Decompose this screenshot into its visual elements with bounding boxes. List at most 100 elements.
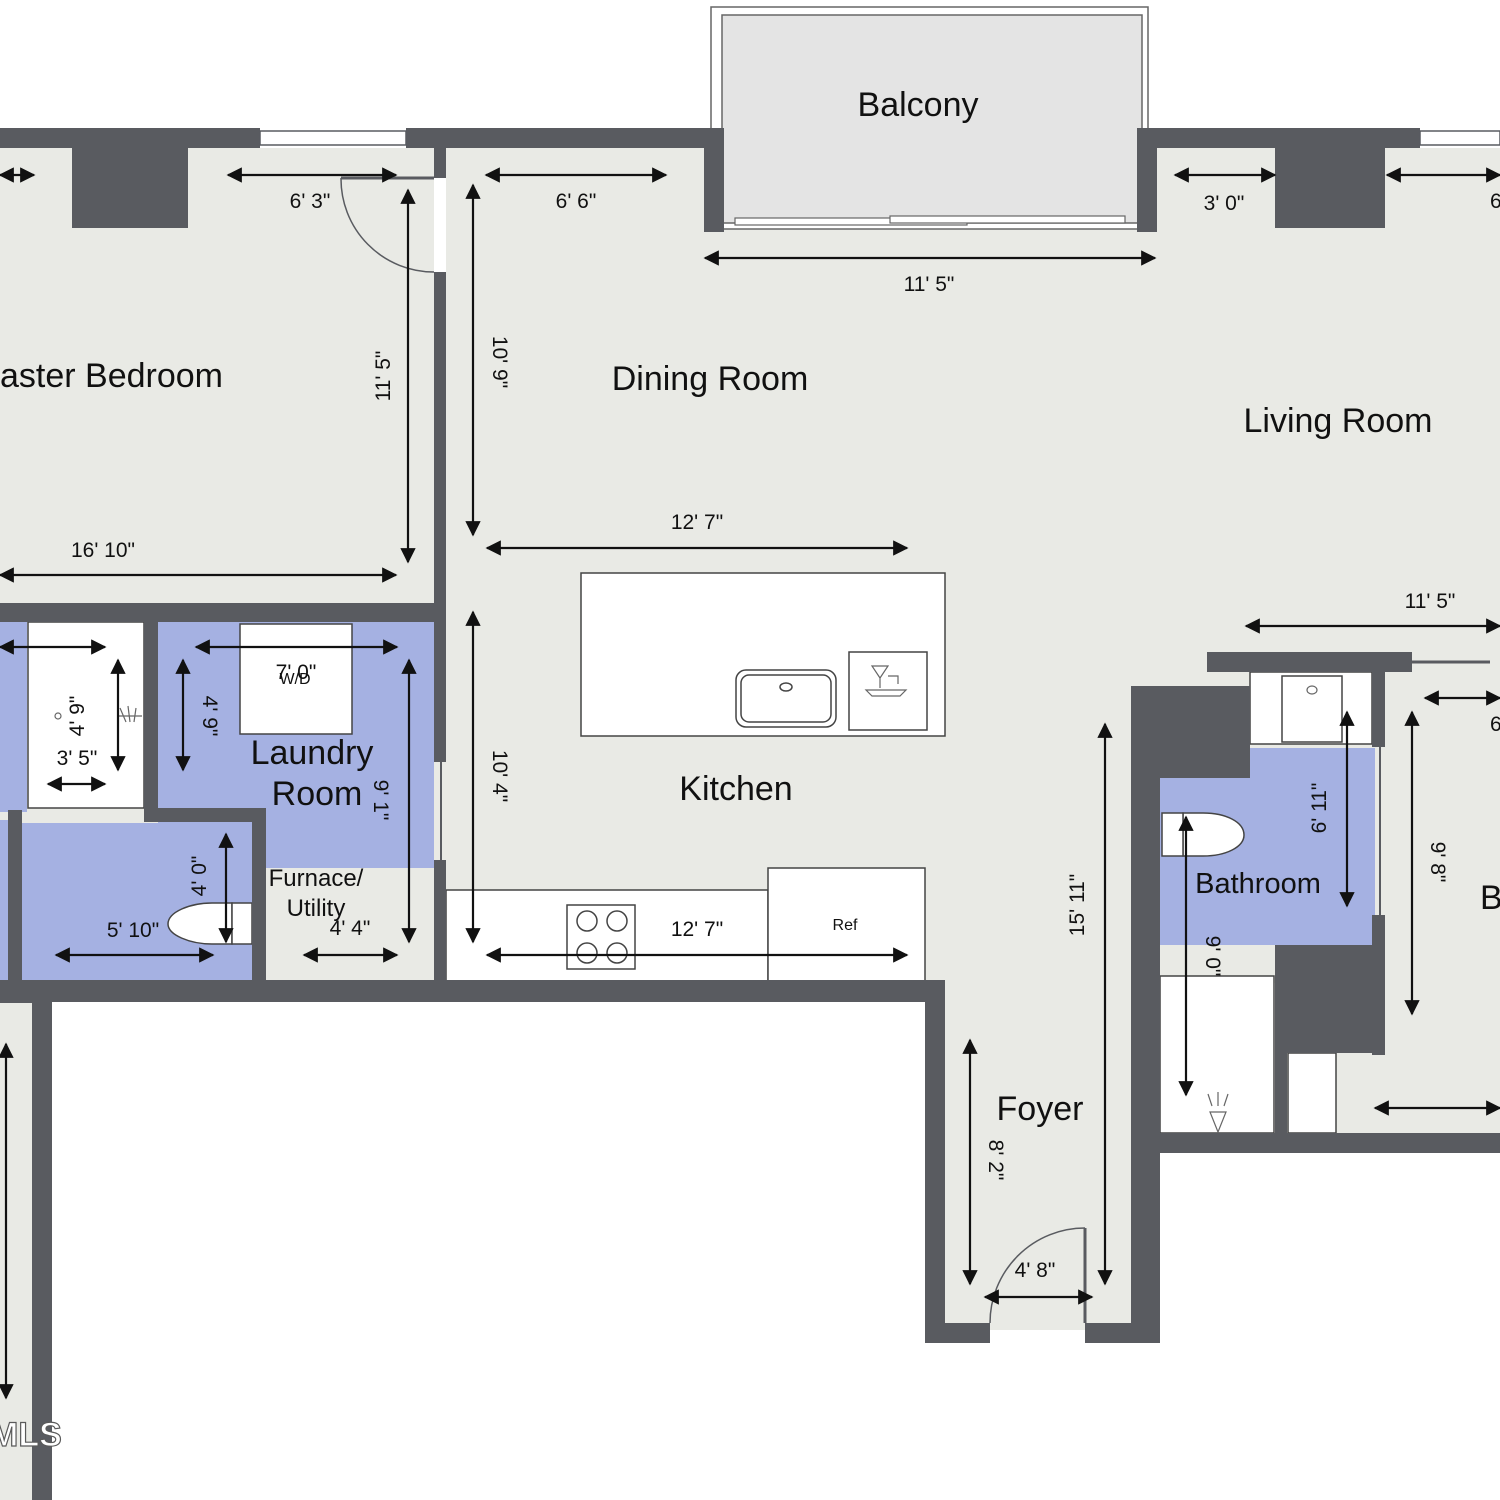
wall-powder-east	[252, 810, 266, 985]
bath-tub	[1159, 975, 1275, 1134]
dim-laundry-width: 7' 0"	[276, 661, 317, 684]
wall-balcony-left	[704, 128, 724, 232]
dim-closet-width: 3' 5"	[57, 747, 98, 770]
wall-balcony-right	[1137, 128, 1157, 232]
wall-powder-north	[8, 810, 22, 985]
dim-laundry-height: 9' 1"	[369, 780, 392, 821]
dishwasher-icon	[864, 665, 908, 697]
dim-closet-height: 4' 9"	[66, 696, 89, 737]
dim-dining-top: 6' 6"	[556, 190, 597, 213]
dim-bedroom-height: 11' 5"	[372, 351, 395, 402]
dim-bath-lower-height: 9' 0"	[1201, 936, 1224, 977]
vanity-sink	[1281, 675, 1343, 743]
room-label-balcony: Balcony	[858, 86, 979, 124]
room-labels: Balcony aster Bedroom Dining Room Living…	[0, 86, 1500, 1128]
label-washer-dryer: W/D	[279, 671, 310, 688]
wall-laundry-east	[434, 860, 446, 985]
wall-bath-north	[1207, 652, 1412, 672]
dim-powder-height: 4' 0"	[188, 856, 211, 897]
column-left	[72, 148, 188, 228]
dimension-labels: 6' 3" 6' 6" 3' 0" 6 11' 5" 11' 5" 10' 9"…	[57, 190, 1500, 1282]
room-label-foyer: Foyer	[997, 1090, 1084, 1128]
burner-1	[576, 910, 598, 932]
wall-bath-west-block	[1131, 686, 1250, 778]
dimension-lines	[0, 167, 1500, 1400]
wall-tub-divider	[1275, 945, 1287, 1145]
dim-foyer-height: 8' 2"	[984, 1140, 1007, 1181]
room-label-master-bedroom: aster Bedroom	[0, 357, 223, 395]
burner-2	[606, 910, 628, 932]
room-label-furnace-2: Utility	[287, 895, 346, 922]
slider-panel-right	[889, 215, 1126, 224]
room-label-laundry-2: Room	[272, 775, 363, 813]
bath-left-partial	[0, 622, 27, 812]
dim-kitchen-width: 12' 7"	[671, 918, 723, 941]
wall-left-lower	[32, 1000, 52, 1500]
vanity-basin	[1306, 685, 1318, 695]
sink-inner	[740, 674, 832, 723]
shower-head-icon	[1207, 1092, 1229, 1134]
dim-balcony-width: 11' 5"	[904, 273, 955, 296]
dim-furnace-width: 4' 4"	[330, 917, 371, 940]
appliance-labels: W/D Ref	[279, 671, 858, 934]
wall-foyer-west	[925, 980, 945, 1343]
dim-bedroom2-width: 6	[1490, 713, 1500, 736]
wall-left-lower-a	[0, 985, 35, 1003]
dim-powder-width: 5' 10"	[107, 919, 159, 942]
dim-living-top-left: 3' 0"	[1204, 192, 1245, 215]
closet-knob	[54, 712, 62, 720]
dim-dining-width: 12' 7"	[671, 511, 723, 534]
bath-toilet	[1182, 812, 1245, 857]
dim-bedroom2-height: 9' 8"	[1426, 842, 1449, 883]
wall-foyer-south-left	[925, 1323, 990, 1343]
right-closet	[1287, 1052, 1337, 1134]
window-living	[1419, 130, 1500, 146]
windows	[259, 130, 1500, 146]
wall-top-left	[0, 128, 260, 148]
wall-top-right	[1137, 128, 1420, 148]
powder-toilet	[167, 902, 233, 945]
wall-top-mid	[406, 128, 724, 148]
room-label-laundry-1: Laundry	[251, 734, 374, 772]
room-label-kitchen: Kitchen	[679, 770, 792, 808]
dishwasher	[848, 651, 928, 731]
wall-bedroom-east	[434, 272, 446, 762]
burner-4	[606, 942, 628, 964]
dim-living-top-right: 6	[1490, 190, 1500, 213]
wall-bedroom-east-top	[434, 148, 446, 178]
balcony-floor	[721, 14, 1143, 224]
balcony	[710, 6, 1149, 230]
dim-living-lower-width: 11' 5"	[1405, 590, 1456, 613]
dim-kitchen-height: 10' 4"	[488, 750, 511, 802]
wall-closet-divider	[144, 622, 158, 810]
wall-closet-block	[1275, 945, 1385, 1053]
window-bedroom	[259, 130, 407, 146]
label-refrigerator: Ref	[833, 917, 858, 934]
room-label-bathroom: Bathroom	[1195, 868, 1321, 900]
dim-dining-height: 10' 9"	[488, 336, 511, 388]
dim-laundry-depth: 4' 9"	[198, 696, 221, 737]
dim-bedroom-width: 16' 10"	[71, 539, 135, 562]
mls-watermark: MLS	[0, 1416, 62, 1454]
walls	[0, 128, 1500, 1500]
dim-entry-width: 4' 8"	[1015, 1259, 1056, 1282]
powder-toilet-tank	[231, 902, 253, 945]
room-label-bedroom2: B	[1480, 879, 1500, 917]
bathroom-floor	[1160, 748, 1375, 945]
wall-bath-east-top	[1372, 652, 1385, 747]
room-label-furnace-1: Furnace/	[269, 865, 364, 892]
dim-bath-upper-height: 6' 11"	[1308, 783, 1331, 834]
wall-laundry-south	[144, 808, 266, 822]
dim-bedroom-top: 6' 3"	[290, 190, 331, 213]
burner-3	[576, 942, 598, 964]
column-right	[1275, 148, 1385, 228]
wall-south-main	[0, 980, 945, 1002]
wall-bath-south	[1160, 1133, 1500, 1153]
dim-foyer-hall-height: 15' 11"	[1066, 874, 1089, 936]
sink-drain	[779, 682, 793, 692]
room-label-living-room: Living Room	[1244, 402, 1433, 440]
room-label-dining-room: Dining Room	[612, 360, 809, 398]
bath-toilet-tank	[1161, 812, 1184, 857]
wall-foyer-east	[1131, 686, 1160, 1343]
